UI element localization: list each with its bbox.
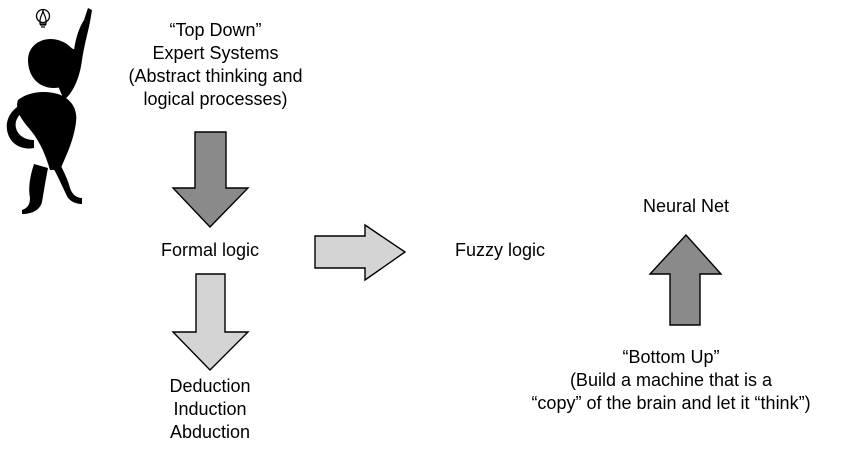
logic-methods-label: Deduction Induction Abduction: [135, 375, 285, 444]
top-down-line-2: Expert Systems: [152, 43, 279, 63]
top-down-label: “Top Down” Expert Systems (Abstract thin…: [103, 19, 328, 111]
bottom-up-line-2: (Build a machine that is a: [569, 370, 773, 390]
fuzzy-logic-label: Fuzzy logic: [454, 240, 546, 260]
method-induction: Induction: [173, 399, 247, 419]
neural-net-label: Neural Net: [642, 196, 730, 216]
top-down-line-4: logical processes): [143, 89, 288, 109]
down-arrow-light: [171, 273, 250, 371]
method-deduction: Deduction: [169, 376, 251, 396]
method-abduction: Abduction: [169, 422, 251, 442]
top-down-line-1: “Top Down”: [169, 20, 262, 40]
bottom-up-line-3: “copy” of the brain and let it “think”): [531, 393, 811, 413]
bottom-up-label: “Bottom Up” (Build a machine that is a “…: [496, 346, 846, 415]
right-arrow-light: [314, 223, 407, 282]
up-arrow-dark: [648, 233, 723, 326]
down-arrow-dark: [171, 131, 250, 229]
formal-logic-label: Formal logic: [160, 240, 260, 260]
top-down-line-3: (Abstract thinking and: [128, 66, 303, 86]
bottom-up-line-1: “Bottom Up”: [622, 347, 720, 367]
